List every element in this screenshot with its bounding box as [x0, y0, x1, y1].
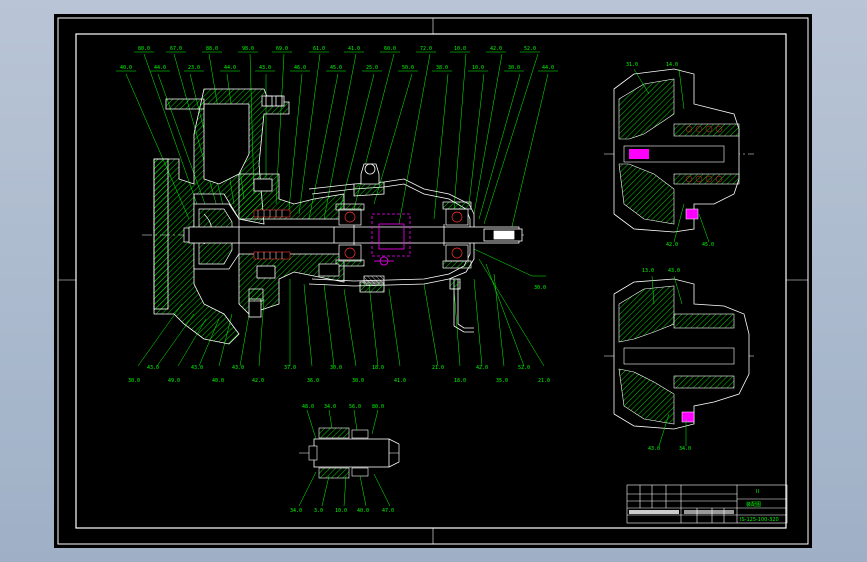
svg-text:41.0: 41.0: [394, 378, 406, 384]
svg-text:48.0: 48.0: [302, 404, 314, 410]
title-block-mark: II: [756, 489, 759, 495]
svg-text:41.0: 41.0: [348, 46, 360, 52]
svg-text:60.0: 60.0: [384, 46, 396, 52]
svg-text:25.0: 25.0: [366, 65, 378, 71]
svg-text:88.0: 88.0: [206, 46, 218, 52]
impeller-detail-top: 31.0 14.0 42.0 45.0: [604, 62, 754, 248]
svg-text:38.0: 38.0: [436, 65, 448, 71]
svg-text:56.0: 56.0: [349, 404, 361, 410]
svg-text:44.0: 44.0: [224, 65, 236, 71]
title-block-drawing-number: IS-125-100-320: [740, 517, 779, 523]
svg-text:30.0: 30.0: [128, 378, 140, 384]
drain-pipe: [449, 278, 474, 333]
svg-text:30.0: 30.0: [330, 365, 342, 371]
svg-text:72.0: 72.0: [420, 46, 432, 52]
svg-text:43.0: 43.0: [668, 268, 680, 274]
main-section-view: 80.0 67.0 88.0 98.0 69.0 61.0 41.0 60.0 …: [116, 46, 558, 384]
svg-text:13.0: 13.0: [642, 268, 654, 274]
pump-casing: [153, 88, 290, 345]
rear-bearing: [442, 201, 472, 269]
title-block-signature: [629, 510, 679, 514]
svg-text:35.0: 35.0: [496, 378, 508, 384]
svg-text:34.0: 34.0: [679, 446, 691, 452]
svg-text:45.0: 45.0: [330, 65, 342, 71]
svg-text:36.0: 36.0: [307, 378, 319, 384]
svg-text:50.0: 50.0: [402, 65, 414, 71]
svg-text:40.0: 40.0: [120, 65, 132, 71]
svg-text:45.0: 45.0: [702, 242, 714, 248]
svg-text:46.0: 46.0: [294, 65, 306, 71]
oil-chamber: [371, 213, 411, 266]
svg-text:30.0: 30.0: [534, 285, 546, 291]
drawing-sheet: 80.0 67.0 88.0 98.0 69.0 61.0 41.0 60.0 …: [54, 14, 812, 548]
impeller-detail-bottom: 13.0 43.0 43.0 34.0: [604, 268, 754, 452]
svg-text:31.0: 31.0: [626, 62, 638, 68]
svg-text:67.0: 67.0: [170, 46, 182, 52]
svg-text:43.0: 43.0: [259, 65, 271, 71]
bottom-part-labels: 30.0 43.0 49.0 43.0 40.0 43.0 42.0 37.0 …: [128, 285, 550, 384]
shaft: [188, 224, 523, 246]
svg-text:30.0: 30.0: [352, 378, 364, 384]
svg-text:14.0: 14.0: [666, 62, 678, 68]
svg-text:80.0: 80.0: [372, 404, 384, 410]
top-part-labels: 80.0 67.0 88.0 98.0 69.0 61.0 41.0 60.0 …: [116, 46, 558, 72]
svg-text:69.0: 69.0: [276, 46, 288, 52]
svg-text:10.0: 10.0: [335, 508, 347, 514]
svg-text:34.0: 34.0: [324, 404, 336, 410]
svg-text:47.0: 47.0: [382, 508, 394, 514]
svg-text:34.0: 34.0: [290, 508, 302, 514]
svg-text:40.0: 40.0: [357, 508, 369, 514]
svg-text:40.0: 40.0: [212, 378, 224, 384]
bracket-foot: [248, 263, 385, 302]
inner-frame: [75, 33, 787, 529]
svg-text:52.0: 52.0: [518, 365, 530, 371]
svg-text:42.0: 42.0: [252, 378, 264, 384]
svg-text:80.0: 80.0: [138, 46, 150, 52]
svg-text:21.0: 21.0: [538, 378, 550, 384]
pump-cover: [238, 173, 345, 318]
svg-text:37.0: 37.0: [284, 365, 296, 371]
svg-text:98.0: 98.0: [242, 46, 254, 52]
svg-text:49.0: 49.0: [168, 378, 180, 384]
bearing-detail: 48.0 34.0 56.0 80.0 34.0 3.0 10.0 40.0 4…: [290, 404, 400, 514]
svg-text:3.0: 3.0: [314, 508, 323, 514]
svg-text:42.0: 42.0: [666, 242, 678, 248]
svg-text:43.0: 43.0: [147, 365, 159, 371]
svg-text:42.0: 42.0: [476, 365, 488, 371]
svg-text:30.0: 30.0: [508, 65, 520, 71]
cad-drawing: 80.0 67.0 88.0 98.0 69.0 61.0 41.0 60.0 …: [57, 17, 809, 545]
svg-text:10.0: 10.0: [472, 65, 484, 71]
svg-text:21.0: 21.0: [432, 365, 444, 371]
front-bearing: [335, 203, 365, 267]
svg-text:43.0: 43.0: [232, 365, 244, 371]
svg-text:10.0: 10.0: [454, 46, 466, 52]
svg-text:52.0: 52.0: [524, 46, 536, 52]
bearing-bracket: [308, 163, 475, 293]
title-block: [626, 484, 788, 524]
svg-text:42.0: 42.0: [490, 46, 502, 52]
svg-text:18.0: 18.0: [372, 365, 384, 371]
svg-text:23.0: 23.0: [188, 65, 200, 71]
svg-text:61.0: 61.0: [313, 46, 325, 52]
packing-rings: [253, 209, 291, 260]
svg-text:44.0: 44.0: [542, 65, 554, 71]
svg-text:44.0: 44.0: [154, 65, 166, 71]
title-block-date: [684, 510, 734, 514]
svg-text:43.0: 43.0: [648, 446, 660, 452]
svg-text:43.0: 43.0: [191, 365, 203, 371]
title-block-drawing-name: 装配图: [746, 501, 761, 508]
svg-text:18.0: 18.0: [454, 378, 466, 384]
